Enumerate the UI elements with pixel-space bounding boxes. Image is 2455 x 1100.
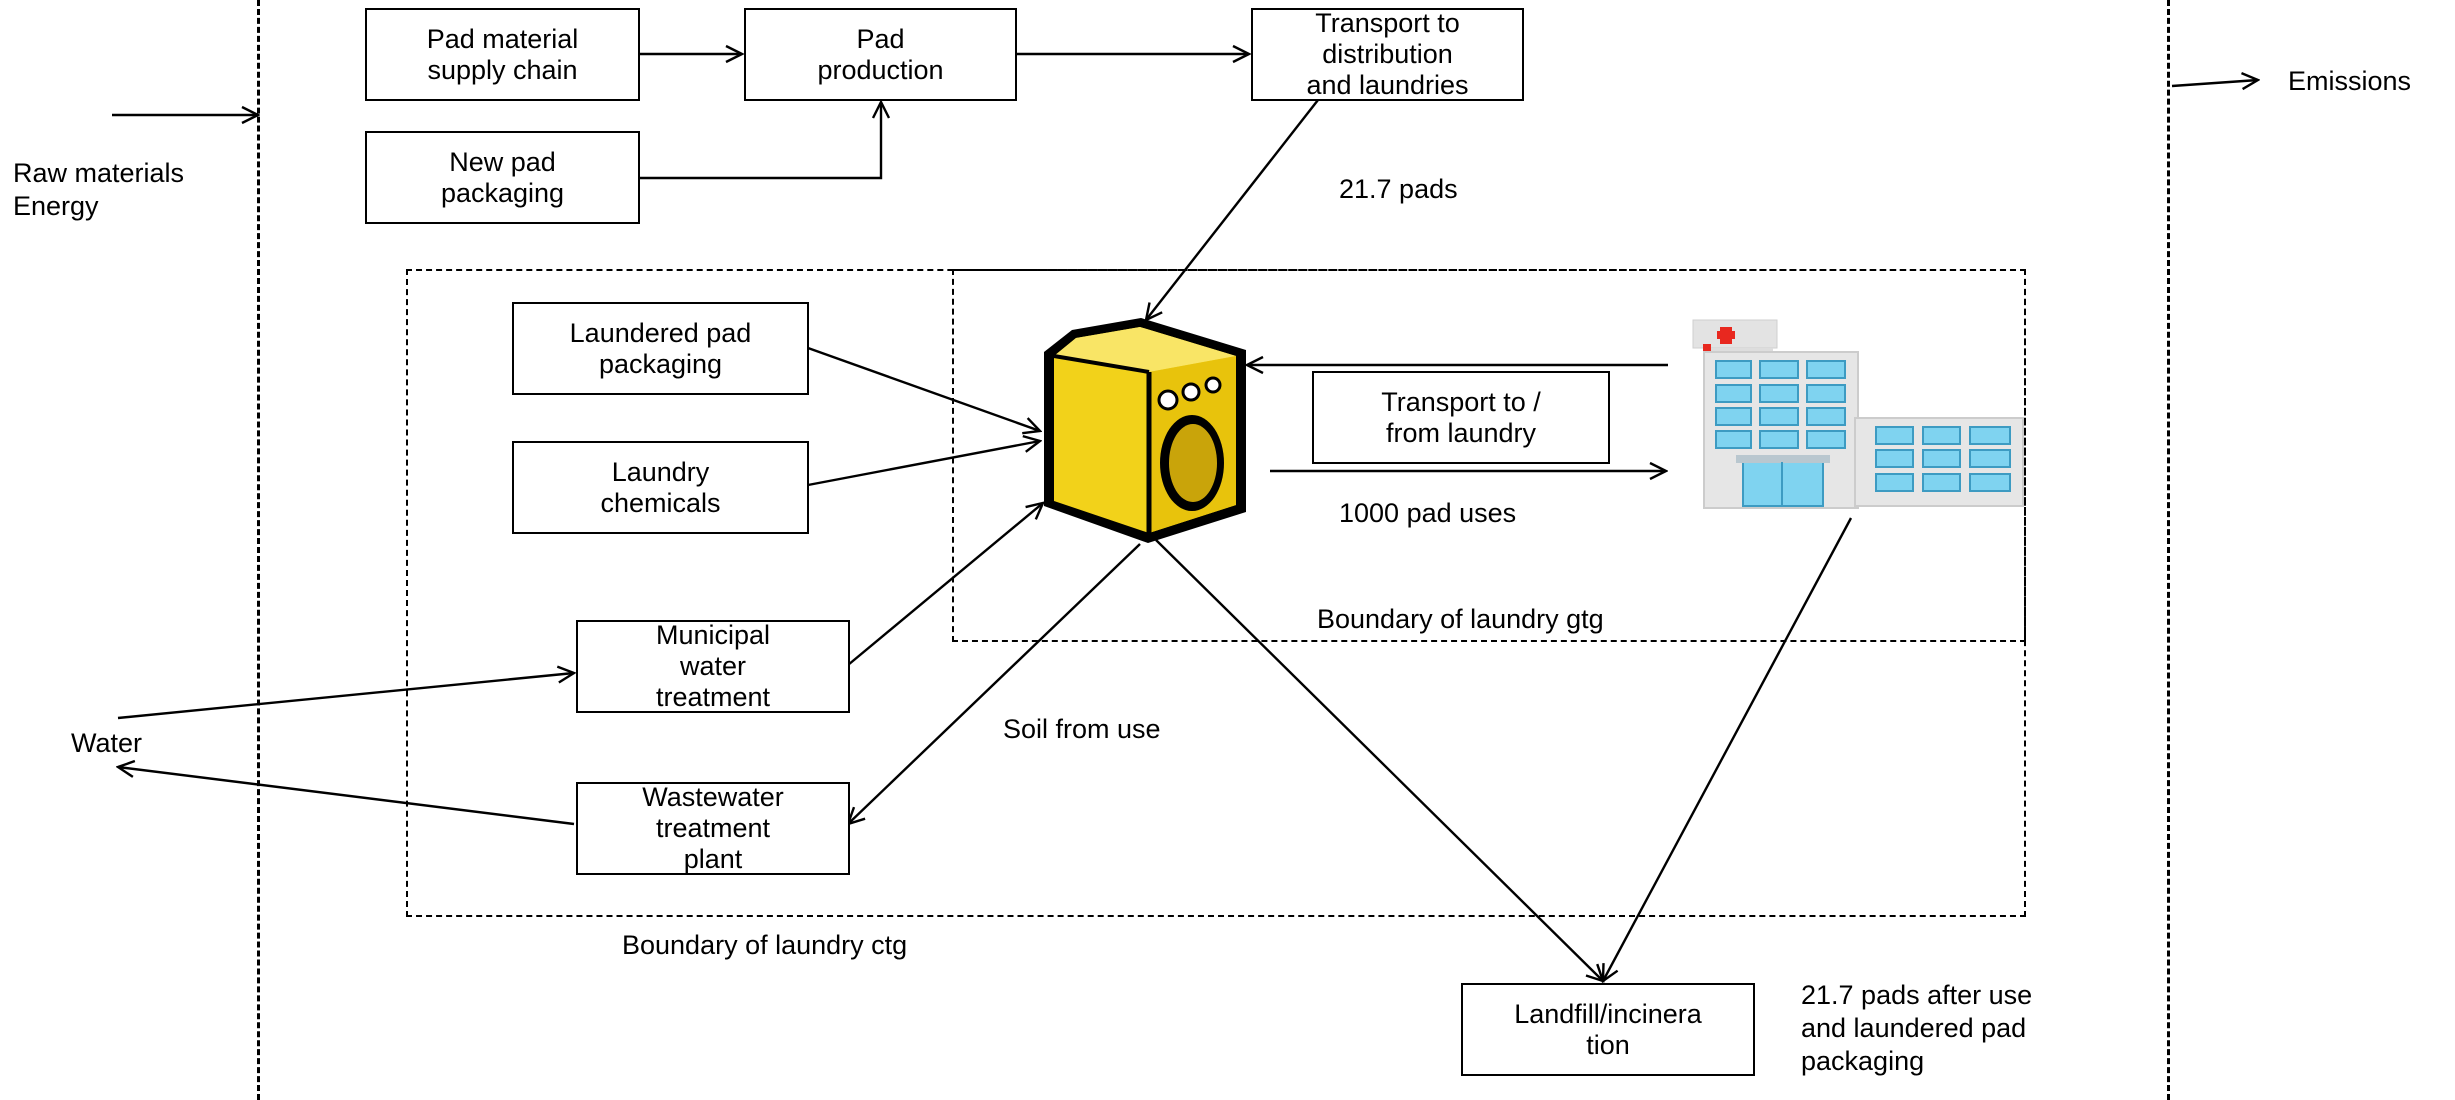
pads-delivered-label: 21.7 pads (1339, 174, 1458, 204)
boundary-laundry-gtg (952, 269, 2026, 642)
landfill-incineration-box: Landfill/incinera tion (1461, 983, 1755, 1076)
pad-production-box: Pad production (744, 8, 1017, 101)
wastewater-treatment-plant-box: Wastewater treatment plant (576, 782, 850, 875)
washing-machine-icon (1044, 318, 1246, 543)
soil-from-use-label: Soil from use (1003, 714, 1161, 744)
raw-materials-energy-label: Raw materials Energy (13, 158, 185, 221)
laundry-chemicals-box: Laundry chemicals (512, 441, 809, 534)
pad-material-supply-chain-box: Pad material supply chain (365, 8, 640, 101)
laundered-pad-packaging-box: Laundered pad packaging (512, 302, 809, 395)
system-boundary-left (257, 0, 260, 1100)
pads-after-use-label: 21.7 pads after use and laundered pad pa… (1801, 980, 2033, 1076)
boundary-gtg-label: Boundary of laundry gtg (1317, 604, 1604, 634)
emissions-label: Emissions (2288, 66, 2412, 96)
water-label: Water (71, 728, 143, 758)
new-pad-packaging-box: New pad packaging (365, 131, 640, 224)
transport-to-from-laundry-box: Transport to / from laundry (1312, 371, 1610, 464)
pad-uses-label: 1000 pad uses (1339, 498, 1517, 528)
transport-distribution-box: Transport to distribution and laundries (1251, 8, 1524, 101)
municipal-water-treatment-box: Municipal water treatment (576, 620, 850, 713)
hospital-icon (1692, 319, 2024, 509)
boundary-ctg-label: Boundary of laundry ctg (622, 930, 908, 960)
system-boundary-right (2167, 0, 2170, 1100)
